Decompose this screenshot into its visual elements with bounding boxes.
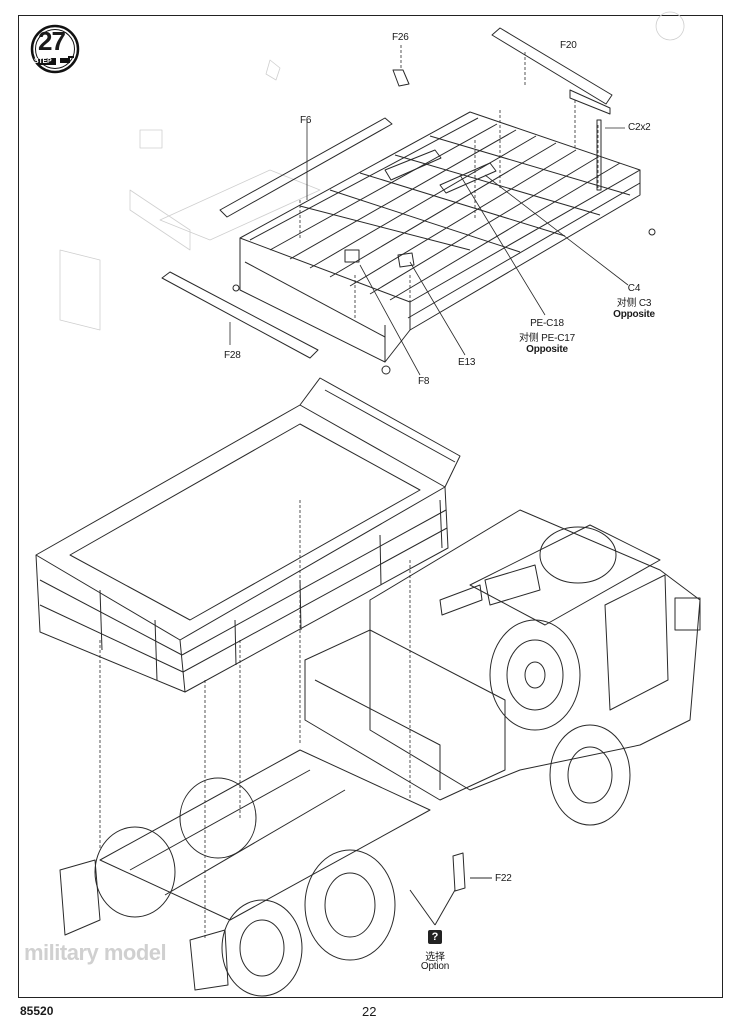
label-pe-c18: PE-C18 [530,318,564,329]
step-label: STEP [34,58,52,65]
cargo-frame-drawing [232,111,656,375]
label-e13: E13 [458,357,476,368]
label-c4-opposite-en: Opposite [613,309,655,320]
page-frame [18,15,723,998]
dump-bed-drawing [35,377,461,693]
option-label-en: Option [420,961,450,972]
watermark: military model [24,940,167,965]
option-question-icon: ? [428,930,442,944]
label-f8: F8 [418,376,430,387]
label-c4: C4 [627,283,641,294]
option-label-cn: 选择 [425,952,445,963]
step-number: 27 [38,26,66,56]
label-c4-opposite-cn: 对侧 C3 [616,298,652,309]
part-f6-rod [219,117,393,218]
label-pe-c18-opposite-cn: 对侧 PE-C17 [519,333,575,344]
label-f6: F6 [300,115,312,126]
label-c4-group: C4 对侧 C3 Opposite [608,283,660,320]
truck-drawing [59,509,701,997]
part-f28-bar [161,271,319,359]
label-f28: F28 [224,350,241,361]
label-f26: F26 [392,32,409,43]
part-f26-bracket [392,69,410,87]
label-f20: F20 [560,40,577,51]
step-badge [30,24,80,74]
label-f22: F22 [495,873,512,884]
part-f20-bar [491,27,613,105]
label-pe-c18-group: PE-C18 对侧 PE-C17 Opposite [512,318,582,355]
label-c2x2: C2x2 [628,122,651,133]
page-number: 22 [362,1004,377,1019]
kit-number: 85520 [20,1004,54,1018]
label-pe-c18-opposite-en: Opposite [526,344,568,355]
